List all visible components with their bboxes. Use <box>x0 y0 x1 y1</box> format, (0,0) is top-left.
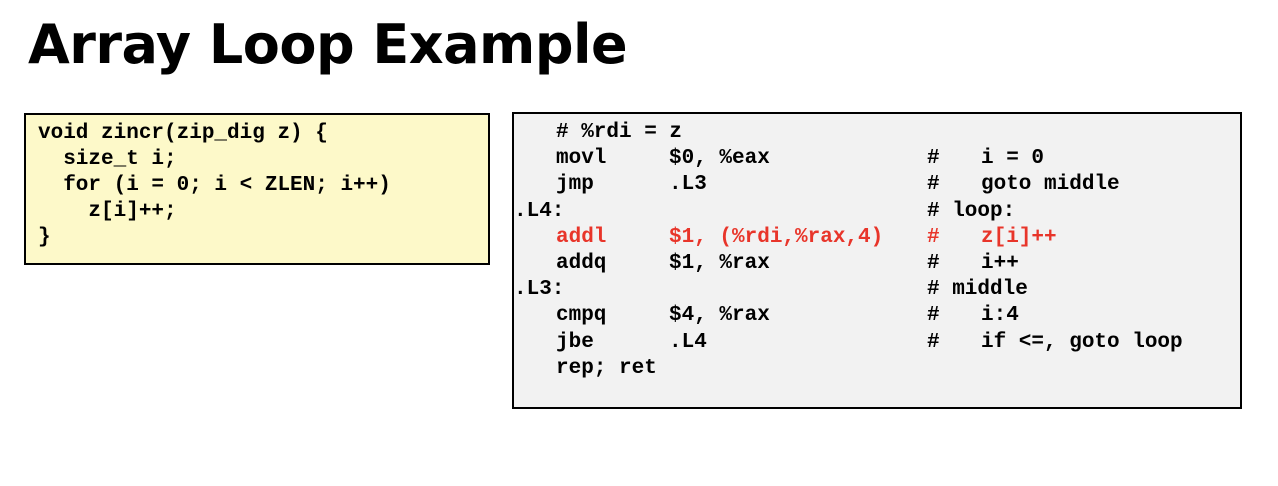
c-code-line: } <box>38 226 51 249</box>
asm-comment-marker: # <box>927 225 940 249</box>
asm-comment: if <=, goto loop <box>981 330 1183 354</box>
asm-comment: # loop: <box>927 199 1016 223</box>
asm-label: .L4: <box>514 199 565 223</box>
asm-comment: i++ <box>981 251 1019 275</box>
c-code-box: void zincr(zip_dig z) { size_t i; for (i… <box>24 113 490 265</box>
asm-comment: z[i]++ <box>981 225 1057 249</box>
asm-operands: .L3 <box>669 173 707 197</box>
asm-comment-marker: # <box>927 251 940 275</box>
asm-line-comment: # %rdi = z <box>514 120 1240 146</box>
asm-label: .L3: <box>514 278 565 302</box>
c-code-line: void zincr(zip_dig z) { <box>38 122 328 145</box>
asm-line-jbe: jbe .L4 # if <=, goto loop <box>514 330 1240 356</box>
asm-comment-marker: # <box>927 330 940 354</box>
asm-comment: goto middle <box>981 173 1120 197</box>
asm-operands: $4, %rax <box>669 304 770 328</box>
asm-mnemonic: jmp <box>556 173 594 197</box>
asm-comment: i:4 <box>981 304 1019 328</box>
asm-comment: i = 0 <box>981 147 1045 171</box>
asm-line-cmpq: cmpq $4, %rax # i:4 <box>514 303 1240 329</box>
c-code-line: for (i = 0; i < ZLEN; i++) <box>38 174 391 197</box>
asm-line-label-l3: .L3: # middle <box>514 277 1240 303</box>
asm-operands: $1, (%rdi,%rax,4) <box>669 225 884 249</box>
asm-line-label-l4: .L4: # loop: <box>514 199 1240 225</box>
asm-mnemonic: cmpq <box>556 304 607 328</box>
c-code-line: size_t i; <box>38 148 177 171</box>
asm-comment-marker: # <box>927 147 940 171</box>
asm-operands: .L4 <box>669 330 707 354</box>
slide-title: Array Loop Example <box>28 13 628 76</box>
asm-line-rep-ret: rep; ret <box>514 356 1240 382</box>
asm-mnemonic: jbe <box>556 330 594 354</box>
c-code-line: z[i]++; <box>38 200 177 223</box>
asm-mnemonic: addl <box>556 225 607 249</box>
asm-comment: # middle <box>927 278 1028 302</box>
asm-operands: $0, %eax <box>669 147 770 171</box>
asm-operands: $1, %rax <box>669 251 770 275</box>
asm-line-movl: movl $0, %eax # i = 0 <box>514 146 1240 172</box>
asm-comment-marker: # <box>927 304 940 328</box>
asm-comment: # %rdi = z <box>556 121 683 144</box>
assembly-code-box: # %rdi = z movl $0, %eax # i = 0 jmp .L3… <box>512 112 1242 409</box>
asm-line-addl-highlighted: addl $1, (%rdi,%rax,4) # z[i]++ <box>514 225 1240 251</box>
asm-mnemonic: movl <box>556 147 607 171</box>
asm-instruction: rep; ret <box>556 356 657 380</box>
asm-line-jmp: jmp .L3 # goto middle <box>514 172 1240 198</box>
asm-comment-marker: # <box>927 173 940 197</box>
asm-line-addq: addq $1, %rax # i++ <box>514 251 1240 277</box>
asm-mnemonic: addq <box>556 251 607 275</box>
